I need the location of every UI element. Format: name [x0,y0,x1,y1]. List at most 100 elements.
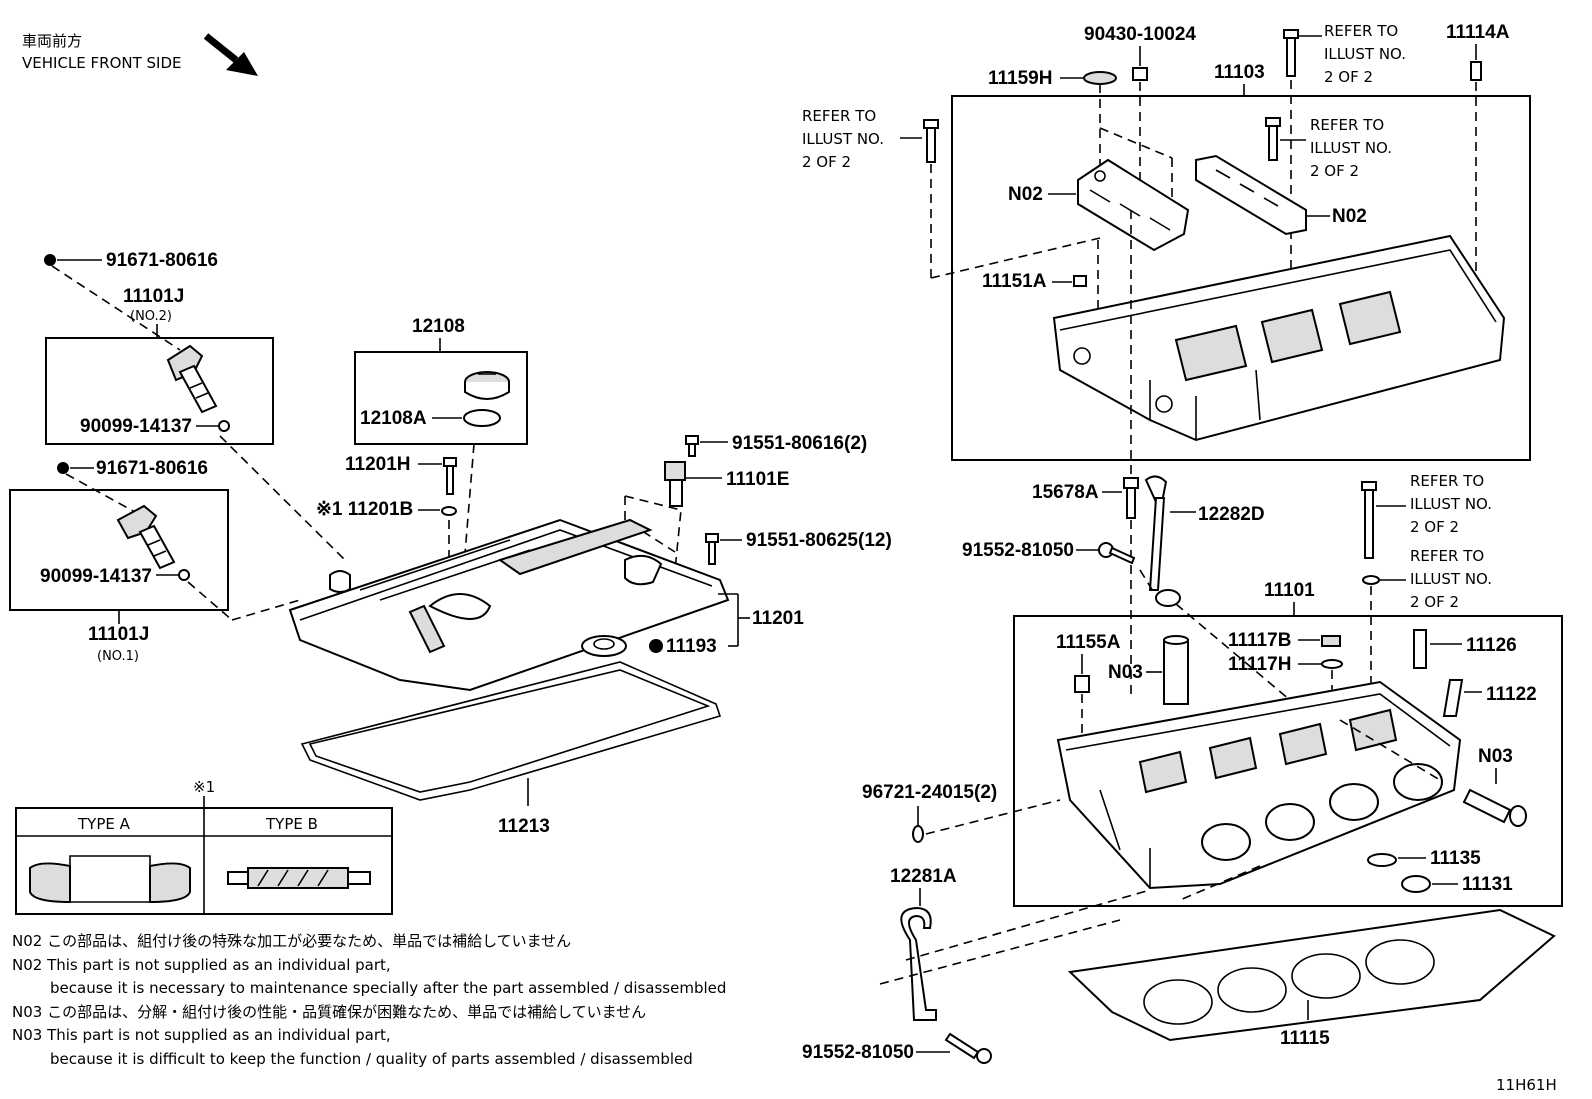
illustration-code: 11H61H [1496,1076,1557,1094]
bolt-refer-left [923,119,939,163]
label-11114a: 11114A [1446,22,1510,43]
label-n02-left: N02 [1008,184,1043,205]
note-n02-jp: N02 この部品は、組付け後の特殊な加工が必要なため、単品では補給していません [12,932,572,950]
pin-11155a [1074,675,1090,693]
cam-bushing-n03 [1163,635,1189,705]
bolt-11201h [443,457,457,495]
bullet-11193-icon [649,639,663,653]
oil-control-valve-no2 [166,344,218,414]
refer-left-line2: ILLUST NO. [802,130,884,148]
label-11115: 11115 [1280,1028,1330,1049]
label-12108a: 12108A [360,408,427,429]
label-11159h: 11159H [988,68,1052,89]
label-11131: 11131 [1462,874,1513,895]
gasket-11117h [1321,659,1343,669]
refer-lower2-line1: REFER TO [1410,547,1484,565]
camshaft-housing [1052,234,1506,442]
bolt-91552-upper [1098,542,1136,565]
label-no2: (NO.2) [130,309,172,324]
label-90430: 90430-10024 [1084,24,1196,45]
bolt-91551-small [685,435,699,457]
washer-11159h [1083,71,1117,85]
oil-filler-cap [464,371,510,400]
label-12282d: 12282D [1198,504,1265,525]
refer-mid-line3: 2 OF 2 [1310,162,1359,180]
cylinder-head-cover [288,518,730,692]
label-11135: 11135 [1430,848,1481,869]
label-91551-80625: 91551-80625(12) [746,530,892,551]
tube-11126 [1413,629,1427,669]
bolt-refer-lower-1 [1361,481,1377,559]
cam-housing-box [951,95,1531,461]
plug-11117b [1321,635,1341,647]
label-12281a: 12281A [890,866,957,887]
plug-seal-11193 [581,635,627,657]
note-n03-jp: N03 この部品は、分解・組付け後の性能・品質確保が困難なため、単品では補給して… [12,1002,647,1021]
cylinder-head-box [1013,615,1563,907]
label-11201h: 11201H [345,454,411,475]
footnotes: N02 この部品は、組付け後の特殊な加工が必要なため、単品では補給していません … [12,930,726,1071]
refer-mid-line1: REFER TO [1310,116,1384,134]
refer-mid-line2: ILLUST NO. [1310,139,1392,157]
note-n02-en-1: N02 This part is not supplied as an indi… [12,955,391,974]
ocv-no1-box [9,489,229,611]
label-n03-lower: N03 [1478,746,1513,767]
camshaft-bearing-cap-left [1077,158,1190,252]
refer-top-line1: REFER TO [1324,22,1398,40]
label-12108: 12108 [412,316,465,337]
cylinder-head [1056,680,1462,890]
label-11193: 11193 [666,636,717,657]
label-11101e: 11101E [726,469,789,490]
bolt-91552-lower [944,1032,992,1064]
label-91671-lower: 91671-80616 [96,458,208,479]
oil-control-valve-no1 [116,504,176,570]
label-11103: 11103 [1214,62,1265,83]
bolt-91551-long [705,533,719,565]
cover-gasket-11213 [300,661,722,801]
bolt-refer-mid [1265,117,1281,161]
bolt-91671-upper [44,254,56,266]
bolt-91671-lower [57,462,69,474]
label-11117h: 11117H [1228,654,1291,675]
washer-refer-lower [1362,575,1380,585]
head-gasket-11115 [1067,908,1556,1042]
label-11101j-no1: 11101J [88,624,149,645]
label-11101j-no2: 11101J [123,286,184,307]
oil-cap-gasket [463,409,501,427]
note-n03-en-1: N03 This part is not supplied as an indi… [12,1026,391,1044]
label-11122: 11122 [1486,684,1537,705]
label-11201b: ※1 11201B [316,499,413,520]
type-b-seal-section [227,867,371,889]
refer-top-line3: 2 OF 2 [1324,68,1373,86]
tube-11122 [1442,679,1464,717]
front-label-en: VEHICLE FRONT SIDE [22,54,182,72]
label-96721: 96721-24015(2) [862,782,997,803]
label-91551-80616: 91551-80616(2) [732,433,867,454]
note-n03-en-2: because it is difficult to keep the func… [50,1049,693,1068]
type-b-header: TYPE B [265,815,318,833]
bolt-refer-top [1283,29,1299,77]
label-90099-upper: 90099-14137 [80,416,192,437]
refer-lower2-line2: ILLUST NO. [1410,570,1492,588]
ocv-no2-box [45,337,274,445]
label-15678a: 15678A [1032,482,1099,503]
label-91552-upper: 91552-81050 [962,540,1074,561]
oil-nozzle-n03 [1462,788,1527,827]
plug-90430 [1132,67,1148,81]
engine-hanger-12281a [900,906,937,1021]
gasket-11135 [1367,853,1397,867]
front-label-jp: 車両前方 [22,32,82,50]
refer-left-line3: 2 OF 2 [802,153,851,171]
label-91552-lower: 91552-81050 [802,1042,914,1063]
pin-11151a [1073,275,1087,287]
refer-lower1-line3: 2 OF 2 [1410,518,1459,536]
label-11155a: 11155A [1056,632,1121,653]
pin-11114a [1470,61,1482,81]
seal-washer-11201b [441,506,457,516]
refer-top-line2: ILLUST NO. [1324,45,1406,63]
oil-cap-box [354,351,528,445]
label-11213: 11213 [498,816,550,837]
label-no1: (NO.1) [97,649,139,664]
type-a-seal-section [29,855,191,904]
label-11201: 11201 [752,608,804,629]
